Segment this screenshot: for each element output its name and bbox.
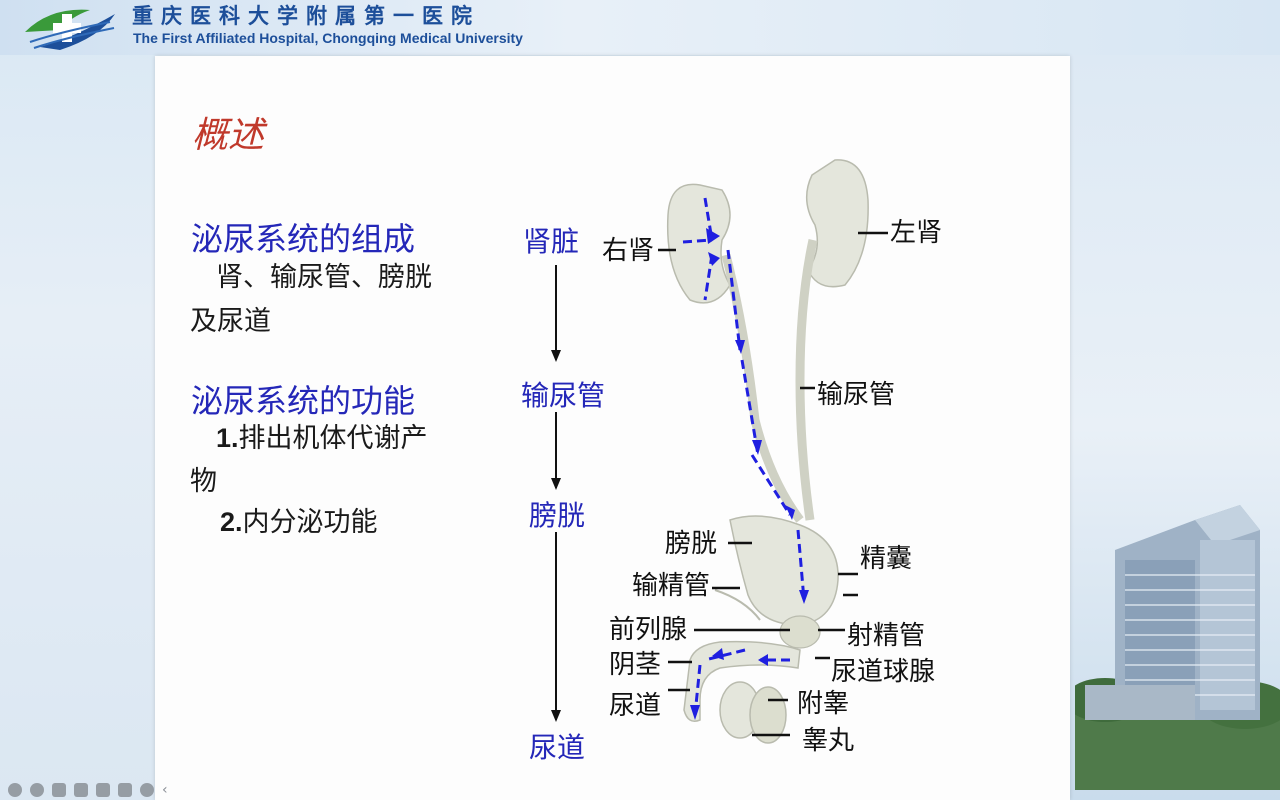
hospital-building-image — [1075, 505, 1280, 790]
label-bulbourethral-gland: 尿道球腺 — [831, 657, 936, 687]
presenter-toolbar: ‹ — [0, 780, 238, 800]
flow-step-ureter: 输尿管 — [521, 379, 606, 412]
function-item-1-number: 1. — [216, 423, 239, 453]
label-right-kidney: 右肾 — [602, 236, 655, 266]
flow-step-urethra: 尿道 — [529, 731, 586, 764]
urinary-system-diagram — [658, 159, 888, 744]
function-item-1-text: 排出机体代谢产 — [238, 423, 428, 454]
highlighter-icon[interactable] — [52, 783, 66, 797]
label-testis: 睾丸 — [802, 726, 855, 756]
hospital-banner: 重庆医科大学附属第一医院 The First Affiliated Hospit… — [0, 0, 1280, 55]
flow-step-kidney: 肾脏 — [523, 225, 580, 258]
label-penis: 阴茎 — [609, 650, 662, 680]
function-item-2-number: 2. — [220, 507, 243, 537]
flow-arrows — [551, 265, 561, 722]
hospital-name-en: The First Affiliated Hospital, Chongqing… — [133, 30, 523, 46]
function-item-1-continued: 物 — [190, 466, 217, 497]
slide-title: 概述 — [192, 115, 265, 156]
label-bladder: 膀胱 — [665, 529, 718, 559]
notes-icon[interactable] — [118, 783, 132, 797]
screen-icon[interactable] — [96, 783, 110, 797]
function-item-1: 1.排出机体代谢产 — [216, 416, 428, 461]
label-ejaculatory-duct: 射精管 — [847, 621, 926, 651]
hospital-logo-icon — [25, 9, 115, 50]
label-ureter: 输尿管 — [817, 380, 896, 410]
hospital-name-cn: 重庆医科大学附属第一医院 — [132, 3, 480, 28]
pointer-icon[interactable] — [8, 783, 22, 797]
composition-heading: 泌尿系统的组成 — [191, 220, 416, 258]
chevron-left-icon[interactable]: ‹ — [162, 782, 168, 798]
more-icon[interactable] — [140, 783, 154, 797]
label-epididymis: 附睾 — [797, 689, 850, 719]
zoom-icon[interactable] — [74, 783, 88, 797]
label-urethra: 尿道 — [609, 691, 662, 721]
flow-step-bladder: 膀胱 — [529, 499, 586, 532]
function-item-2: 2.内分泌功能 — [220, 500, 378, 545]
label-vas-deferens: 输精管 — [632, 571, 711, 601]
label-seminal-vesicle: 精囊 — [860, 544, 913, 574]
label-prostate: 前列腺 — [609, 615, 688, 645]
function-item-2-text: 内分泌功能 — [242, 507, 378, 538]
function-heading: 泌尿系统的功能 — [191, 382, 416, 420]
label-left-kidney: 左肾 — [890, 218, 943, 248]
pen-icon[interactable] — [30, 783, 44, 797]
presentation-slide — [155, 56, 1070, 800]
composition-line-2: 及尿道 — [190, 306, 271, 337]
composition-line-1: 肾、输尿管、膀胱 — [216, 262, 432, 293]
